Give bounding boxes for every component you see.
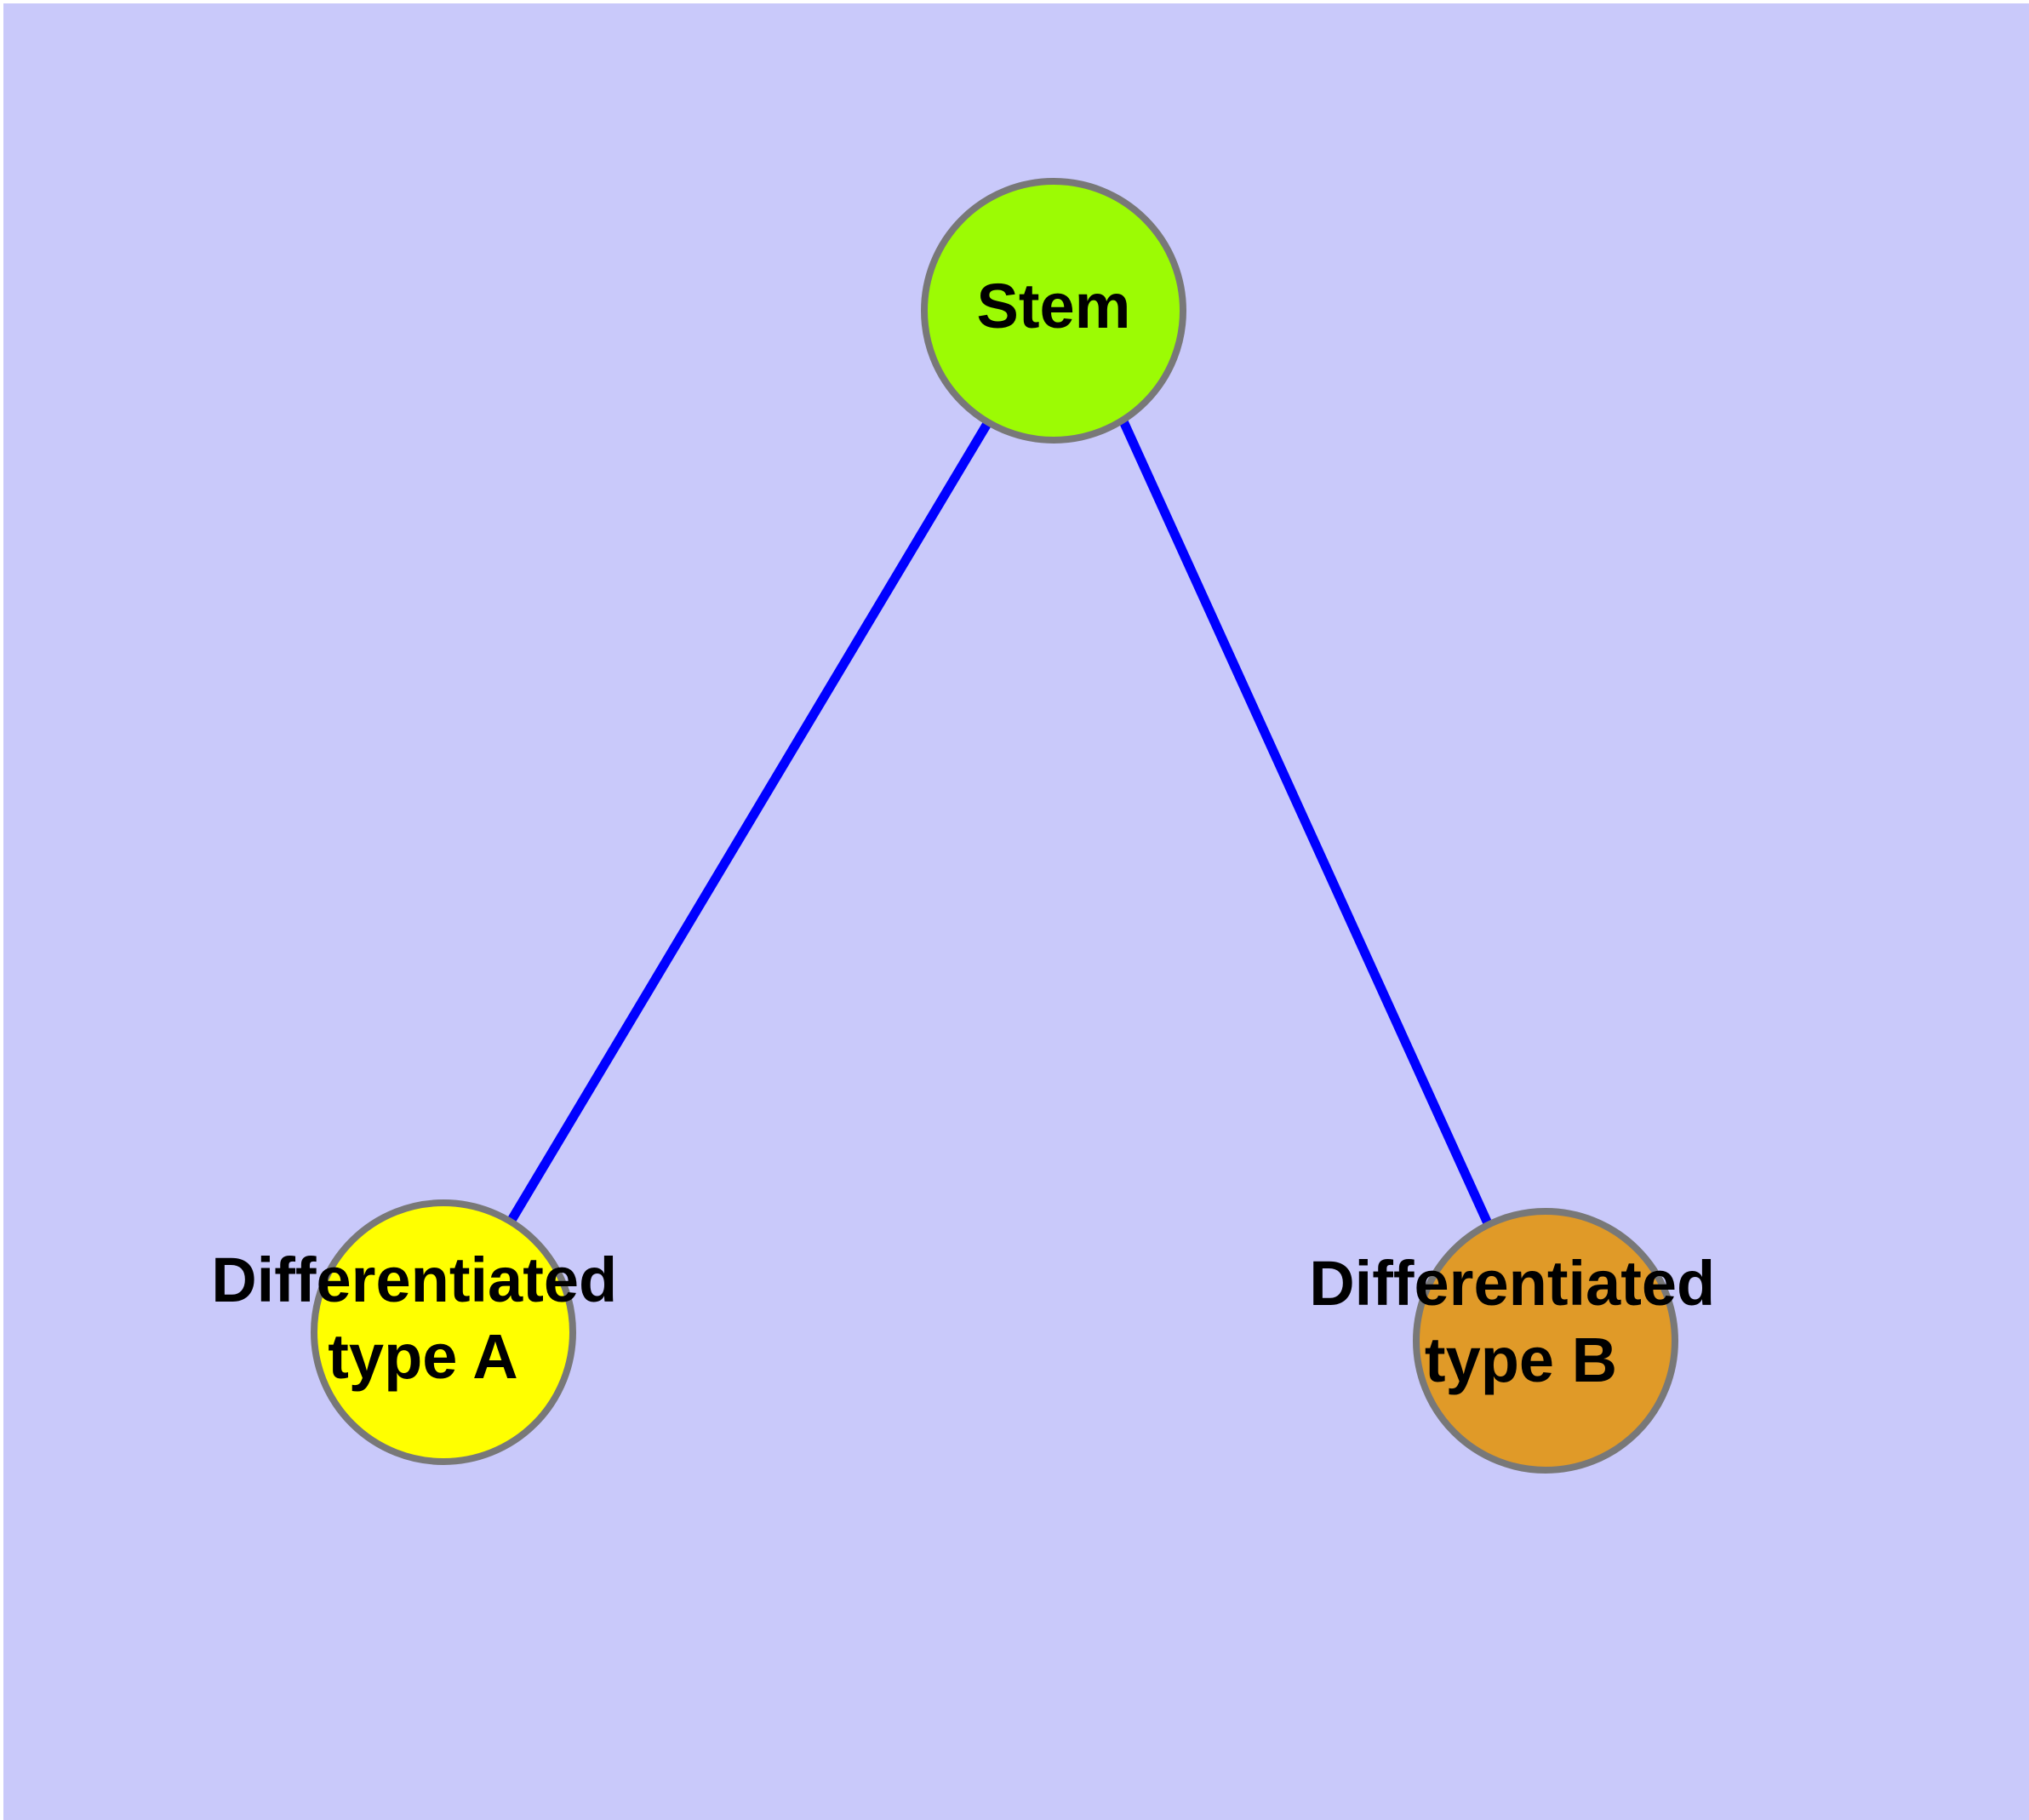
node-differentiated-type-b-label: Differentiated type B — [1309, 1248, 1733, 1395]
edge-stem-to-differentiated-type-b[interactable] — [1118, 419, 1493, 1226]
node-stem-label: Stem — [977, 271, 1131, 341]
node-differentiated-type-b-label-line-2: type B — [1425, 1325, 1617, 1395]
node-differentiated-type-b-label-line-1: Differentiated — [1309, 1248, 1715, 1319]
edge-stem-to-differentiated-type-a[interactable] — [506, 420, 992, 1224]
node-stem-circle[interactable] — [921, 178, 1186, 444]
node-differentiated-type-b[interactable]: Differentiated type B — [1309, 1208, 1733, 1474]
node-stem[interactable]: Stem — [921, 178, 1186, 444]
edge-layer — [506, 419, 1493, 1226]
node-stem-label-line-1: Stem — [977, 271, 1131, 341]
node-differentiated-type-a-label-line-2: type A — [328, 1321, 517, 1392]
node-differentiated-type-a[interactable]: Differentiated type A — [211, 1199, 635, 1465]
node-differentiated-type-a-circle[interactable] — [311, 1199, 576, 1465]
node-differentiated-type-b-circle[interactable] — [1413, 1208, 1678, 1474]
node-differentiated-type-a-label-line-1: Differentiated — [211, 1245, 617, 1315]
node-differentiated-type-a-label: Differentiated type A — [211, 1245, 635, 1392]
